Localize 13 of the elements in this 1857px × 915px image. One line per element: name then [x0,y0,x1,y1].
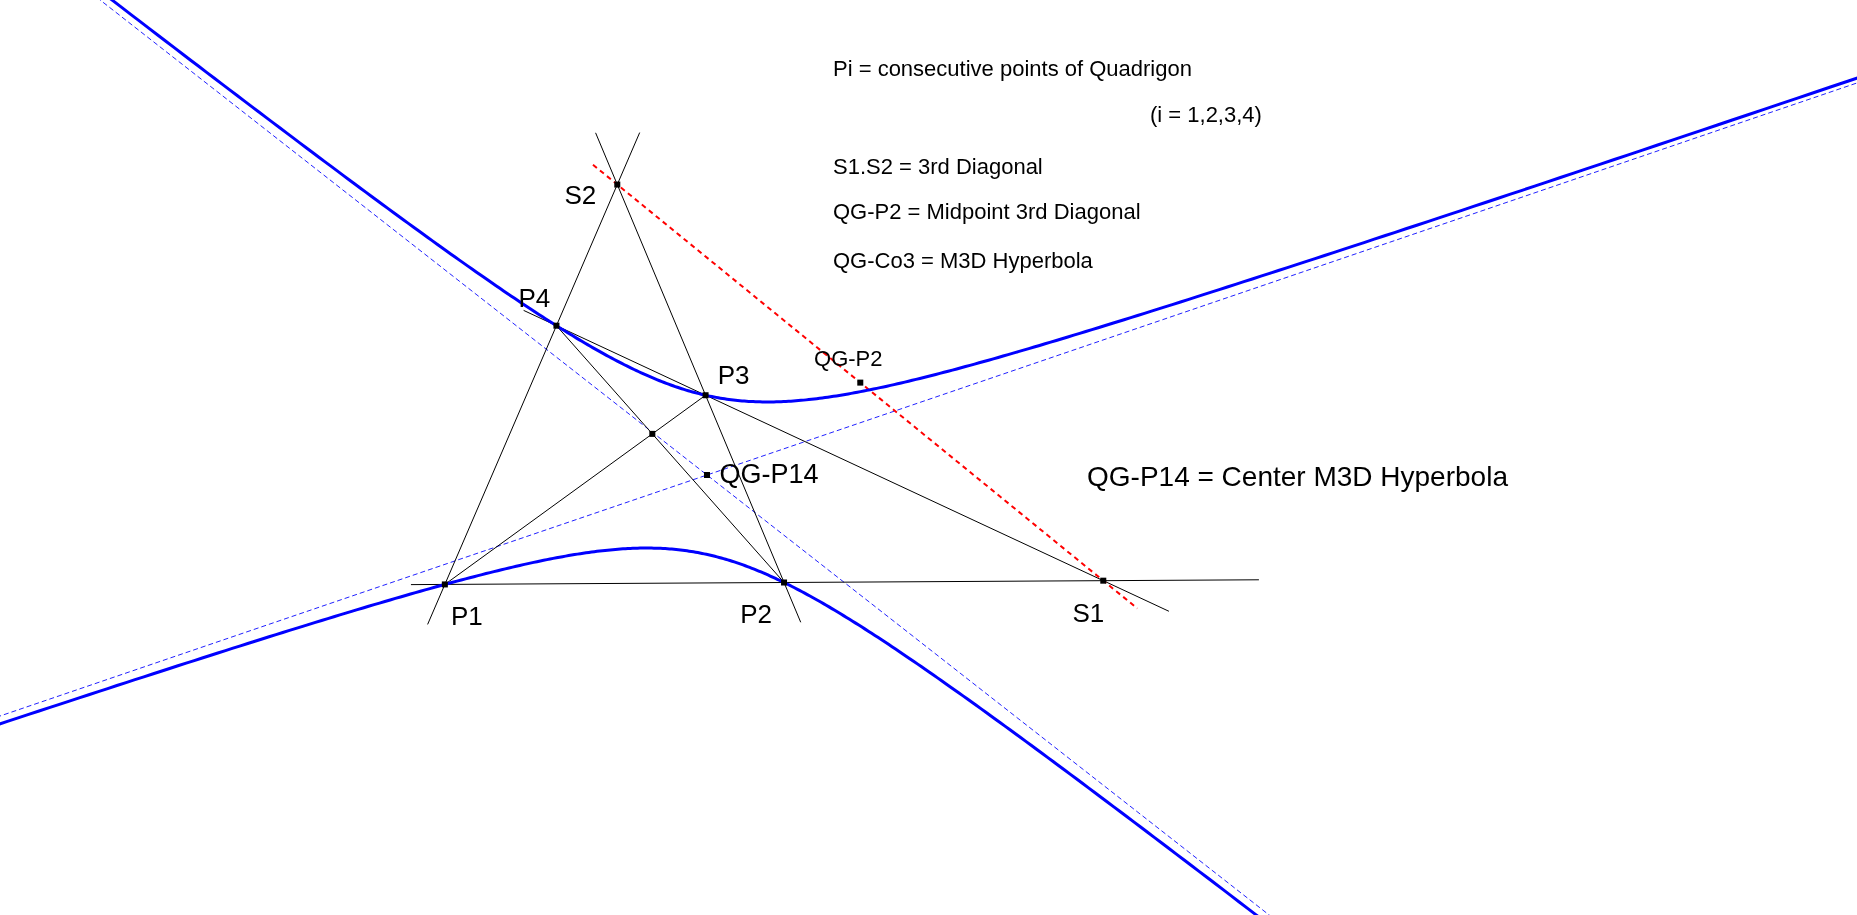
annotation-text: QG-P14 = Center M3D Hyperbola [1087,462,1508,493]
point-label: S1 [1072,598,1105,627]
point-label: QG-P2 [814,346,883,371]
point-label: P2 [740,600,772,629]
annotation-text: (i = 1,2,3,4) [1150,103,1262,128]
annotation-text: QG-Co3 = M3D Hyperbola [833,249,1093,274]
point-label: P4 [518,283,551,312]
point-label: P3 [717,360,750,390]
annotation-text: QG-P2 = Midpoint 3rd Diagonal [833,200,1141,225]
annotation-text: Pi = consecutive points of Quadrigon [833,57,1192,82]
annotation-text: S1.S2 = 3rd Diagonal [833,155,1043,180]
point-label: P1 [450,602,483,631]
point-label: S2 [564,180,597,209]
